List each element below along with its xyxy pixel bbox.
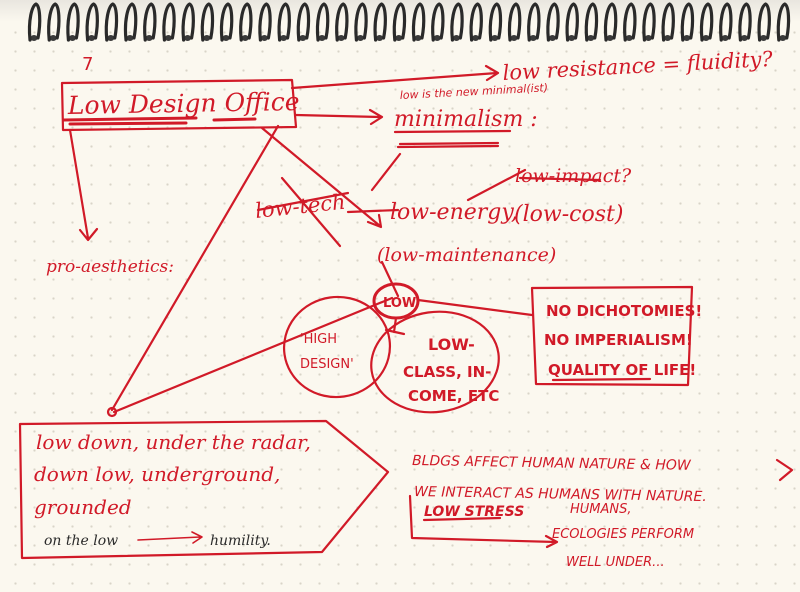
spiral-ring	[642, 2, 656, 42]
spiral-ring	[680, 2, 695, 42]
spiral-ring	[335, 2, 349, 42]
spiral-ring	[527, 2, 541, 42]
low-class-line-2: CLASS, IN-	[403, 363, 491, 381]
spiral-ring	[373, 2, 387, 42]
title-box	[60, 78, 298, 132]
spiral-ring	[162, 2, 176, 42]
on-the-low-arrow	[137, 531, 203, 544]
low-class-circle	[370, 310, 500, 414]
spiral-ring	[661, 2, 675, 42]
spiral-ring	[584, 2, 599, 42]
spiral-ring	[469, 2, 483, 42]
arrow-title-to-low-energy	[260, 126, 383, 229]
low-circle-text: LOW	[383, 296, 416, 311]
bldgs-line-2: WE INTERACT AS HUMANS WITH NATURE.	[414, 484, 707, 505]
low-stress-arrow	[408, 494, 559, 549]
humans-line-3: WELL UNDER...	[566, 555, 665, 570]
spiral-ring	[258, 2, 272, 42]
low-is-new-text: low is the new minimal(ist)	[399, 81, 548, 102]
low-maintenance-text: (low-maintenance)	[377, 244, 556, 266]
low-stress-text: LOW STRESS	[424, 504, 524, 520]
low-circle-dangle	[384, 316, 406, 336]
high-design-circle	[282, 295, 392, 399]
line-low-to-low-down	[112, 296, 394, 414]
spiral-ring	[488, 2, 503, 42]
spiral-ring	[143, 2, 157, 42]
spiral-ring	[219, 2, 234, 42]
spiral-ring	[738, 2, 752, 42]
low-down-line-1: low down, under the radar,	[36, 430, 311, 454]
spiral-ring	[507, 2, 522, 42]
bldgs-arrow	[775, 458, 794, 482]
spiral-ring	[181, 2, 195, 42]
high-design-line-1: 'HIGH	[300, 332, 337, 347]
pro-aesthetics-text: pro-aesthetics:	[46, 257, 174, 277]
low-energy-text: low-energy,	[390, 200, 518, 225]
high-design-line-2: DESIGN'	[300, 357, 354, 372]
low-tech-text: low-tech	[254, 190, 347, 223]
spiral-ring	[757, 2, 771, 42]
spiral-ring	[123, 2, 138, 42]
low-down-box	[18, 419, 390, 560]
low-impact-text: low-impact?	[515, 165, 632, 187]
spiral-ring	[296, 2, 311, 42]
spiral-ring	[699, 2, 714, 42]
no-dichotomies-line-3: QUALITY OF LIFE!	[548, 361, 696, 379]
spiral-ring	[85, 2, 99, 42]
spiral-ring	[315, 2, 330, 42]
low-stress-underline	[422, 516, 502, 522]
arrow-to-minimalism	[294, 108, 384, 126]
low-down-line-3: grounded	[34, 495, 132, 519]
line-to-low-circle	[380, 260, 400, 298]
minimalism-underline	[393, 129, 512, 149]
low-class-line-1: LOW-	[428, 335, 475, 354]
spiral-ring	[623, 2, 637, 42]
spiral-ring	[277, 2, 291, 42]
on-the-low-text: on the low	[44, 533, 118, 549]
spiral-ring	[239, 2, 253, 42]
low-down-line-2: down low, underground,	[34, 462, 280, 486]
spiral-ring	[392, 2, 407, 42]
humans-line-2: ECOLOGIES PERFORM	[552, 527, 694, 542]
title-low-design-office: Low Design Office	[67, 87, 300, 120]
spiral-ring	[47, 2, 61, 42]
spiral-ring	[411, 2, 426, 42]
spiral-binding	[27, 2, 791, 42]
page-top-edge	[0, 0, 800, 22]
spiral-ring	[27, 2, 42, 42]
no-dichotomies-line-1: NO DICHOTOMIES!	[546, 302, 702, 320]
spiral-ring	[104, 2, 119, 42]
quality-underline	[551, 377, 652, 382]
spiral-ring	[565, 2, 579, 42]
low-class-line-3: COME, ETC	[408, 387, 499, 405]
spiral-ring	[776, 2, 791, 42]
spiral-ring	[450, 2, 464, 42]
spiral-ring	[66, 2, 80, 42]
spiral-ring	[546, 2, 560, 42]
spiral-ring	[431, 2, 445, 42]
humility-text: humility.	[210, 533, 271, 549]
low-tech-strike	[256, 176, 350, 248]
spiral-ring	[354, 2, 368, 42]
bldgs-line-1: BLDGS AFFECT HUMAN NATURE & HOW	[412, 453, 692, 474]
low-cost-text: (low-cost)	[514, 202, 623, 227]
arrow-to-pro-aesthetics	[68, 128, 99, 242]
humans-line-1: HUMANS,	[570, 502, 632, 517]
no-dichotomies-box	[530, 285, 694, 387]
arrow-to-low-resistance	[290, 64, 500, 90]
top-left-scribble: 7	[82, 54, 93, 75]
low-impact-strike	[346, 152, 602, 214]
minimalism-text: minimalism :	[394, 107, 538, 132]
spiral-ring	[603, 2, 618, 42]
low-resistance-text: low resistance = fluidity?	[502, 47, 774, 85]
line-to-no-dichotomies	[416, 298, 534, 317]
arrow-title-to-low-down	[110, 124, 280, 412]
spiral-ring	[719, 2, 733, 42]
spiral-ring	[200, 2, 215, 42]
title-underline	[62, 116, 257, 126]
no-dichotomies-line-2: NO IMPERIALISM!	[544, 331, 693, 349]
